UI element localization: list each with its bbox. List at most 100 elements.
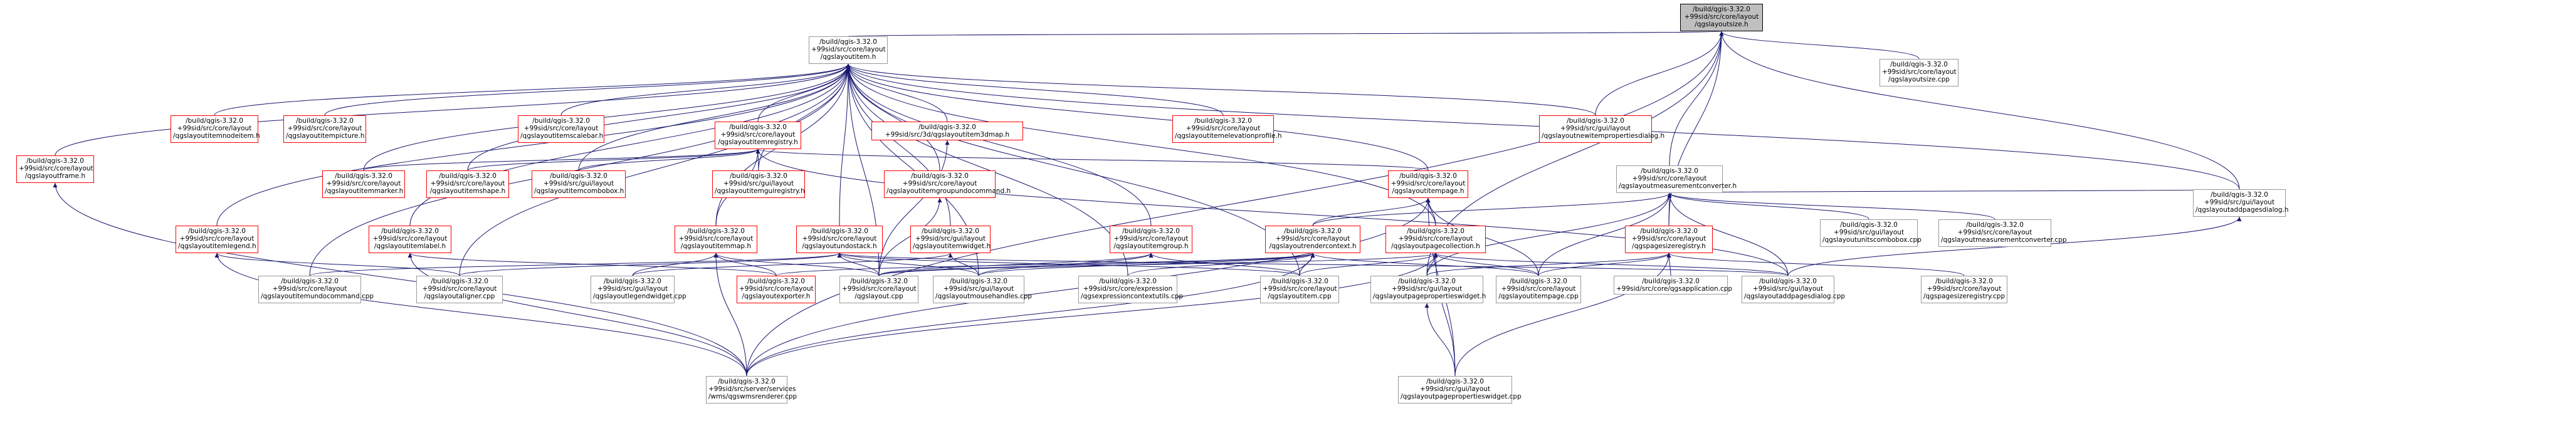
edge-itempage_cpp-to-pagecollection [1433, 253, 1539, 276]
edge-pagesizereg-to-root [1668, 31, 1724, 226]
graph-node-mousehandles[interactable]: /build/qgis-3.32.0+99sid/src/gui/layout/… [933, 276, 1032, 303]
node-label-line: +99sid/src/gui/layout [1833, 229, 1905, 236]
graph-node-item3dmap[interactable]: /build/qgis-3.32.0+99sid/src/3d/qgslayou… [871, 122, 1023, 140]
node-label-line: /build/qgis-3.32.0 [1399, 172, 1457, 180]
node-label-line: /build/qgis-3.32.0 [1935, 278, 1993, 285]
graph-node-pagepropswidget-h[interactable]: /build/qgis-3.32.0+99sid/src/gui/layout/… [1370, 276, 1486, 303]
edge-measconv_cpp-to-measconv [1667, 192, 1995, 220]
node-label-line: /qgslayoutitemundocommand.cpp [261, 293, 374, 300]
edge-wmsrenderer-to-rendercontext [746, 253, 1315, 377]
node-label-line: /build/qgis-3.32.0 [1122, 227, 1180, 235]
node-label-line: /qgslayoutpagepropertieswidget.h [1373, 293, 1486, 300]
graph-node-item-cpp[interactable]: /build/qgis-3.32.0+99sid/src/core/layout… [1260, 276, 1339, 303]
edge-wmsrenderer-to-map [713, 253, 747, 377]
edge-pagecollection-to-item [846, 63, 1436, 226]
edge-layout_cpp-to-pagecollection [878, 253, 1438, 276]
edge-addpages-to-root [1719, 31, 2240, 190]
edge-newitemprops-to-item [846, 63, 1596, 116]
graph-node-elevprofile[interactable]: /build/qgis-3.32.0+99sid/src/core/layout… [1172, 115, 1282, 143]
graph-node-map[interactable]: /build/qgis-3.32.0+99sid/src/core/layout… [675, 226, 757, 253]
node-label-line: +99sid/src/core/layout [802, 235, 877, 243]
graph-node-itempage-cpp[interactable]: /build/qgis-3.32.0+99sid/src/core/layout… [1496, 276, 1581, 303]
graph-node-pagesizereg-cpp[interactable]: /build/qgis-3.32.0+99sid/src/core/layout… [1921, 276, 2007, 303]
node-label-line: +99sid/src/gui/layout [597, 285, 668, 293]
graph-node-legend[interactable]: /build/qgis-3.32.0+99sid/src/core/layout… [176, 226, 258, 253]
graph-node-rendercontext[interactable]: /build/qgis-3.32.0+99sid/src/core/layout… [1265, 226, 1360, 253]
graph-node-item[interactable]: /build/qgis-3.32.0+99sid/src/core/layout… [809, 36, 888, 64]
graph-node-size-cpp[interactable]: /build/qgis-3.32.0+99sid/src/core/layout… [1879, 59, 1958, 86]
edge-exporter-to-label [407, 253, 777, 276]
edge-combobox-to-registry [578, 149, 760, 171]
node-label-line: /qgslayoutsize.cpp [1888, 76, 1950, 83]
graph-node-marker[interactable]: /build/qgis-3.32.0+99sid/src/core/layout… [322, 170, 405, 198]
graph-node-scalebar[interactable]: /build/qgis-3.32.0+99sid/src/core/layout… [518, 115, 604, 143]
node-label-line: /build/qgis-3.32.0 [730, 172, 787, 180]
edge-unitscombo-to-measconv [1667, 192, 1869, 220]
graph-node-itemgroup[interactable]: /build/qgis-3.32.0+99sid/src/core/layout… [1110, 226, 1192, 253]
graph-node-root[interactable]: /build/qgis-3.32.0+99sid/src/core/layout… [1680, 4, 1763, 31]
graph-node-label[interactable]: /build/qgis-3.32.0+99sid/src/core/layout… [369, 226, 451, 253]
graph-node-exprctx[interactable]: /build/qgis-3.32.0+99sid/src/core/expres… [1078, 276, 1184, 303]
edge-measconv-to-root [1669, 31, 1724, 166]
graph-node-registry[interactable]: /build/qgis-3.32.0+99sid/src/core/layout… [715, 122, 801, 149]
edge-legend-to-item [216, 63, 851, 226]
node-label-line: /build/qgis-3.32.0 [186, 117, 243, 125]
edge-elevprofile-to-item [846, 63, 1224, 116]
graph-node-wmsrenderer[interactable]: /build/qgis-3.32.0+99sid/src/server/serv… [706, 376, 797, 404]
edge-pagepropswidget_cpp-to-pagesizereg [1454, 253, 1671, 377]
graph-node-undostack[interactable]: /build/qgis-3.32.0+99sid/src/core/layout… [796, 226, 883, 253]
node-label-line: /build/qgis-3.32.0 [281, 278, 339, 285]
node-label-line: /qgsexpressioncontextutils.cpp [1081, 293, 1184, 300]
graph-node-measconv-cpp[interactable]: /build/qgis-3.32.0+99sid/src/core/layout… [1938, 219, 2067, 247]
edge-undostack-to-item [839, 63, 851, 226]
node-label-line: /build/qgis-3.32.0 [550, 172, 607, 180]
node-label-line: /build/qgis-3.32.0 [1398, 278, 1456, 285]
node-label-line: /qgslayoutitemlabel.h [374, 243, 446, 250]
edge-itempage_cpp-to-measconv [1538, 192, 1672, 276]
edge-pagepropswidget_cpp-to-pagepropswidget_h [1424, 303, 1456, 377]
edge-item-to-root [848, 31, 1723, 37]
graph-node-itemundocmd[interactable]: /build/qgis-3.32.0+99sid/src/core/layout… [258, 276, 374, 303]
graph-node-page[interactable]: /build/qgis-3.32.0+99sid/src/core/layout… [1388, 170, 1468, 198]
graph-node-groupundo[interactable]: /build/qgis-3.32.0+99sid/src/core/layout… [884, 170, 1011, 198]
node-label-line: /qgslayoutitemlegend.h [178, 243, 256, 250]
node-label-line: /build/qgis-3.32.0 [381, 227, 439, 235]
node-label-line: /build/qgis-3.32.0 [604, 278, 661, 285]
edge-itemundocmd-to-undostack [309, 253, 842, 276]
edge-size_cpp-to-root [1719, 31, 1920, 60]
graph-node-aligner[interactable]: /build/qgis-3.32.0+99sid/src/core/layout… [416, 276, 503, 303]
graph-node-combobox[interactable]: /build/qgis-3.32.0+99sid/src/gui/layout/… [532, 170, 626, 198]
graph-node-itempicture[interactable]: /build/qgis-3.32.0+99sid/src/core/layout… [283, 115, 366, 143]
graph-node-addpages[interactable]: /build/qgis-3.32.0+99sid/src/gui/layout/… [2193, 189, 2289, 217]
node-label-line: +99sid/src/core/layout [1501, 285, 1576, 293]
graph-node-newitemprops[interactable]: /build/qgis-3.32.0+99sid/src/gui/layout/… [1539, 115, 1664, 143]
graph-node-legendwidget[interactable]: /build/qgis-3.32.0+99sid/src/gui/layout/… [591, 276, 686, 303]
graph-node-frame[interactable]: /build/qgis-3.32.0+99sid/src/core/layout… [16, 155, 94, 183]
node-label-line: /build/qgis-3.32.0 [1642, 278, 1700, 285]
edge-pagepropswidget_h-to-measconv [1426, 192, 1672, 276]
node-label-line: /qgslayout.cpp [854, 293, 903, 300]
graph-node-pagepropswidget-cpp[interactable]: /build/qgis-3.32.0+99sid/src/gui/layout/… [1398, 376, 1522, 404]
node-label-line: /build/qgis-3.32.0 [1890, 61, 1948, 68]
node-label-line: +99sid/src/core/layout [1398, 235, 1473, 243]
edge-aligner-to-legend [214, 253, 460, 276]
node-label-line: +99sid/src/core/layout [287, 125, 362, 132]
node-label-line: +99sid/src/core/layout [1263, 285, 1337, 293]
edge-exporter-to-map [713, 253, 777, 276]
graph-node-pagecollection[interactable]: /build/qgis-3.32.0+99sid/src/core/layout… [1385, 226, 1486, 253]
graph-node-measconv[interactable]: /build/qgis-3.32.0+99sid/src/core/layout… [1616, 165, 1737, 193]
graph-node-shape[interactable]: /build/qgis-3.32.0+99sid/src/core/layout… [426, 170, 509, 198]
graph-node-application-cpp[interactable]: /build/qgis-3.32.0+99sid/src/core/qgsapp… [1614, 276, 1732, 295]
graph-node-itemwidget[interactable]: /build/qgis-3.32.0+99sid/src/gui/layout/… [910, 226, 991, 253]
graph-node-unitscombo[interactable]: /build/qgis-3.32.0+99sid/src/gui/layout/… [1820, 219, 1921, 247]
node-label-line: +99sid/src/core/layout [272, 285, 347, 293]
graph-node-exporter[interactable]: /build/qgis-3.32.0+99sid/src/core/layout… [737, 276, 816, 303]
graph-node-layout-cpp[interactable]: /build/qgis-3.32.0+99sid/src/core/layout… [839, 276, 918, 303]
node-label-line: +99sid/src/core/layout [739, 285, 814, 293]
graph-node-addpages-cpp[interactable]: /build/qgis-3.32.0+99sid/src/gui/layout/… [1742, 276, 1845, 303]
graph-node-itemnode[interactable]: /build/qgis-3.32.0+99sid/src/core/layout… [171, 115, 260, 143]
graph-node-pagesizereg[interactable]: /build/qgis-3.32.0+99sid/src/core/layout… [1625, 226, 1713, 253]
node-label-line: /build/qgis-3.32.0 [1567, 117, 1624, 125]
graph-node-guiregistry[interactable]: /build/qgis-3.32.0+99sid/src/gui/layout/… [712, 170, 805, 198]
node-label-line: /build/qgis-3.32.0 [188, 227, 246, 235]
